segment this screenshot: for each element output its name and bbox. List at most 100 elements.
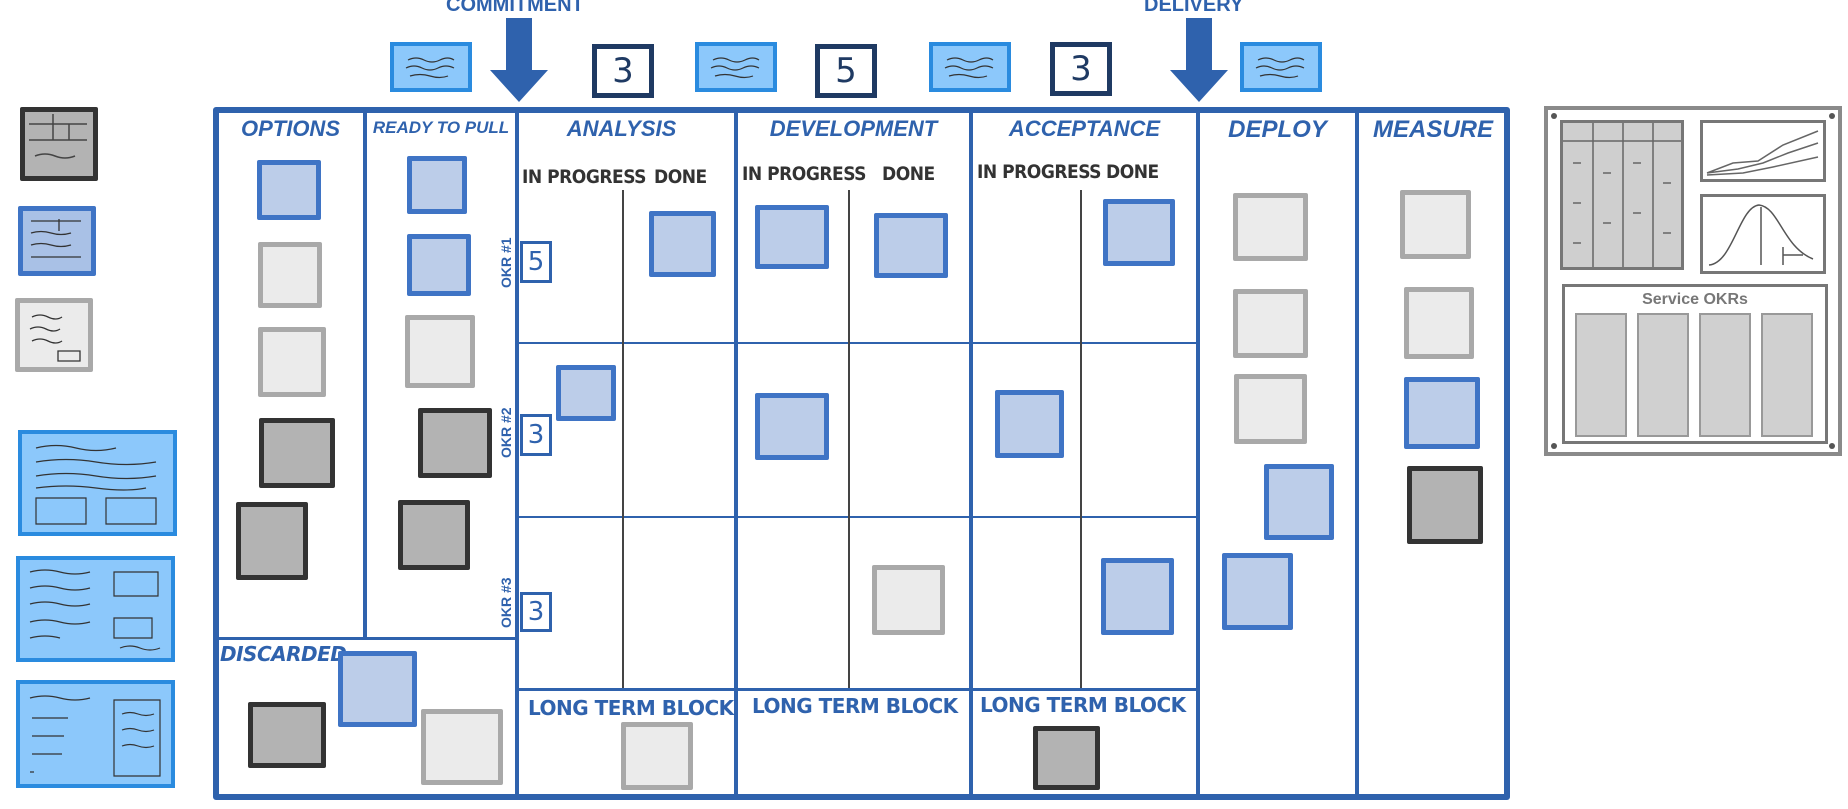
work-card[interactable] <box>874 213 948 278</box>
wip-limit-development: 5 <box>815 44 877 98</box>
discarded-divider <box>216 637 516 640</box>
work-card[interactable] <box>1233 289 1308 358</box>
delivery-label: DELIVERY <box>1144 0 1244 16</box>
distribution-chart-icon <box>1700 194 1826 274</box>
long-term-divider <box>517 688 1197 691</box>
card-type-legend-blue <box>18 206 96 276</box>
pin-icon <box>1829 113 1835 119</box>
work-card[interactable] <box>407 234 471 296</box>
top-sticky-note[interactable] <box>390 42 472 92</box>
okr-wip-limit: 3 <box>520 414 552 456</box>
pin-icon <box>1551 113 1557 119</box>
work-card[interactable] <box>1264 464 1334 540</box>
work-card[interactable] <box>258 242 322 308</box>
work-card[interactable] <box>1222 553 1293 630</box>
work-card[interactable] <box>258 327 326 397</box>
work-card[interactable] <box>418 408 492 478</box>
service-okrs-panel: Service OKRs <box>1562 284 1828 444</box>
okr-bar <box>1575 313 1627 437</box>
work-card[interactable] <box>236 502 308 580</box>
work-card[interactable] <box>1234 374 1307 444</box>
commitment-arrow-icon <box>490 18 548 102</box>
long-term-block-label: LONG TERM BLOCK <box>980 693 1186 717</box>
delivery-arrow-icon <box>1170 18 1228 102</box>
subheader-analysis-done: DONE <box>654 166 707 188</box>
column-divider <box>515 110 519 800</box>
subheader-acceptance-in-progress: IN PROGRESS <box>977 161 1101 183</box>
subheader-development-done: DONE <box>882 163 935 185</box>
column-divider <box>969 110 973 800</box>
pin-icon <box>1551 443 1557 449</box>
sticky-stack[interactable] <box>16 556 175 662</box>
column-header-measure: MEASURE <box>1372 116 1493 143</box>
sticky-stack[interactable] <box>18 430 177 536</box>
sticky-stack[interactable] <box>16 680 175 788</box>
subcolumn-divider <box>1080 190 1082 688</box>
service-okrs-title: Service OKRs <box>1642 291 1748 308</box>
okr-wip-limit: 5 <box>520 241 552 283</box>
work-card[interactable] <box>421 709 503 785</box>
work-card[interactable] <box>259 418 335 488</box>
column-header-ready-to-pull: READY TO PULL <box>372 118 510 137</box>
work-card[interactable] <box>1404 287 1474 359</box>
work-card[interactable] <box>755 205 829 269</box>
column-divider <box>734 110 738 800</box>
card-type-legend-light <box>15 298 93 372</box>
work-card[interactable] <box>1400 190 1471 259</box>
work-card[interactable] <box>1407 466 1483 544</box>
top-sticky-note[interactable] <box>695 42 777 92</box>
column-header-options: OPTIONS <box>240 116 340 141</box>
work-card[interactable] <box>649 211 716 277</box>
column-divider <box>363 110 367 640</box>
column-divider <box>1196 110 1200 800</box>
column-divider <box>1355 110 1359 800</box>
column-header-deploy: DEPLOY <box>1228 116 1327 143</box>
okr-row-divider <box>517 342 1197 344</box>
work-card[interactable] <box>755 393 829 460</box>
kanban-board <box>213 107 1510 800</box>
okr-row-divider <box>517 516 1197 518</box>
work-card[interactable] <box>1033 726 1100 790</box>
subcolumn-divider <box>622 190 624 688</box>
top-sticky-note[interactable] <box>929 42 1011 92</box>
card-type-legend-dark <box>20 107 98 181</box>
top-sticky-note[interactable] <box>1240 42 1322 92</box>
subheader-analysis-in-progress: IN PROGRESS <box>522 166 646 188</box>
okr-bar <box>1761 313 1813 437</box>
work-card[interactable] <box>338 651 417 727</box>
okr-wip-limit: 3 <box>520 592 552 632</box>
long-term-block-label: LONG TERM BLOCK <box>528 696 734 720</box>
wip-limit-acceptance: 3 <box>1050 42 1112 96</box>
mini-board-icon <box>1560 120 1684 270</box>
work-card[interactable] <box>995 390 1064 458</box>
column-header-development: DEVELOPMENT <box>769 116 938 141</box>
okr-bar <box>1699 313 1751 437</box>
work-card[interactable] <box>556 365 616 421</box>
work-card[interactable] <box>398 500 470 570</box>
okr-row-label: OKR #3 <box>498 577 514 628</box>
work-card[interactable] <box>621 722 693 790</box>
okr-row-label: OKR #1 <box>498 237 514 288</box>
column-header-analysis: ANALYSIS <box>566 116 677 141</box>
long-term-block-label: LONG TERM BLOCK <box>752 694 958 718</box>
work-card[interactable] <box>1103 199 1175 266</box>
discarded-label: DISCARDED <box>220 642 347 666</box>
work-card[interactable] <box>407 156 467 214</box>
work-card[interactable] <box>405 315 475 388</box>
subcolumn-divider <box>848 190 850 688</box>
cumulative-flow-chart-icon <box>1700 120 1826 182</box>
commitment-label: COMMITMENT <box>446 0 584 16</box>
work-card[interactable] <box>1101 558 1174 635</box>
okr-row-label: OKR #2 <box>498 407 514 458</box>
metrics-dashboard: Service OKRs <box>1544 106 1842 456</box>
wip-limit-analysis: 3 <box>592 44 654 98</box>
subheader-acceptance-done: DONE <box>1106 161 1159 183</box>
subheader-development-in-progress: IN PROGRESS <box>742 163 866 185</box>
column-header-acceptance: ACCEPTANCE <box>1008 116 1161 141</box>
work-card[interactable] <box>1404 377 1480 449</box>
work-card[interactable] <box>1233 193 1308 261</box>
okr-bar <box>1637 313 1689 437</box>
work-card[interactable] <box>248 702 326 768</box>
work-card[interactable] <box>872 565 945 635</box>
work-card[interactable] <box>257 160 321 220</box>
